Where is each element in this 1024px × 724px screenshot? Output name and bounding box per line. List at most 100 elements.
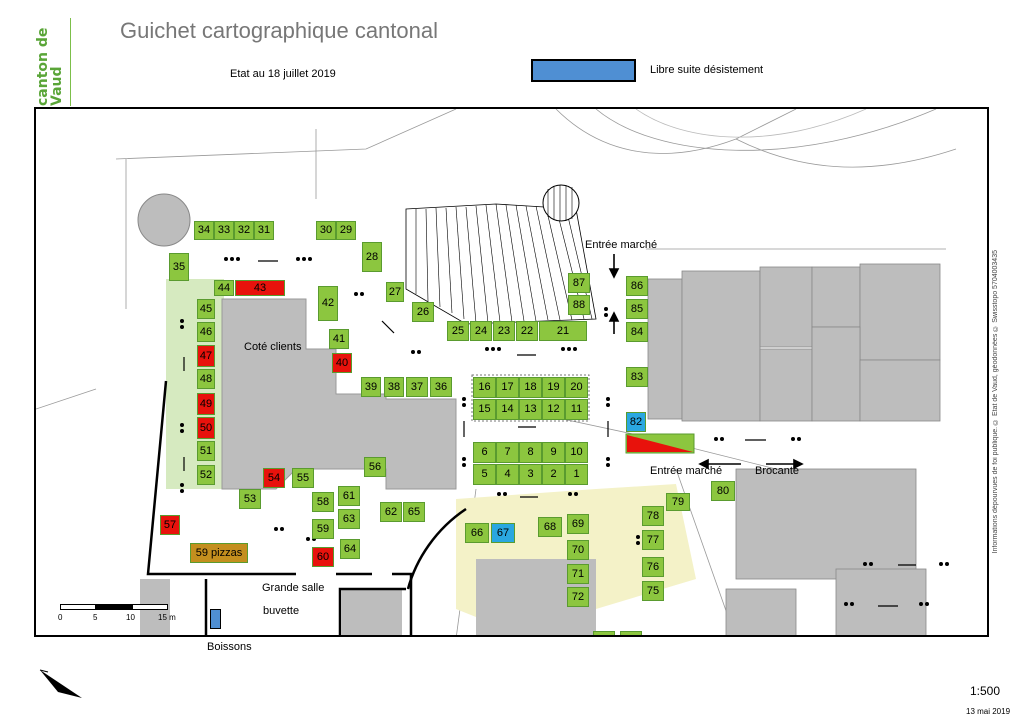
stand-27[interactable]: 27 <box>386 282 404 302</box>
stand-30[interactable]: 30 <box>316 221 336 240</box>
stand-43[interactable]: 43 <box>235 280 285 296</box>
stand-35[interactable]: 35 <box>169 253 189 281</box>
stand-74[interactable]: 74 <box>620 631 642 635</box>
stand-78[interactable]: 78 <box>642 506 664 526</box>
stand-39[interactable]: 39 <box>361 377 381 397</box>
stand-36[interactable]: 36 <box>430 377 452 397</box>
stand-50[interactable]: 50 <box>197 417 215 439</box>
stand-49[interactable]: 49 <box>197 393 215 415</box>
stand-64[interactable]: 64 <box>340 539 360 559</box>
stand-12[interactable]: 12 <box>542 399 565 420</box>
stand-33[interactable]: 33 <box>214 221 234 240</box>
stand-59[interactable]: 59 <box>312 519 334 539</box>
stand-28[interactable]: 28 <box>362 242 382 272</box>
stand-5[interactable]: 5 <box>473 464 496 485</box>
stand-6[interactable]: 6 <box>473 442 496 463</box>
stand-34[interactable]: 34 <box>194 221 214 240</box>
stand-75[interactable]: 75 <box>642 581 664 601</box>
stand-84[interactable]: 84 <box>626 322 648 342</box>
scale-tick-5: 5 <box>93 613 98 622</box>
stand-68[interactable]: 68 <box>538 517 562 537</box>
stand-56[interactable]: 56 <box>364 457 386 477</box>
stand-69[interactable]: 69 <box>567 514 589 534</box>
stand-71[interactable]: 71 <box>567 564 589 584</box>
stand-20[interactable]: 20 <box>565 377 588 398</box>
stand-29[interactable]: 29 <box>336 221 356 240</box>
stand-65[interactable]: 65 <box>403 502 425 522</box>
stand-61[interactable]: 61 <box>338 486 360 506</box>
stand-66[interactable]: 66 <box>465 523 489 543</box>
label-entree-marche-top: Entrée marché <box>585 239 658 251</box>
stand-55[interactable]: 55 <box>292 468 314 488</box>
stand-73[interactable]: 73 <box>593 631 615 635</box>
stand-76[interactable]: 76 <box>642 557 664 577</box>
stand-1[interactable]: 1 <box>565 464 588 485</box>
stand-10[interactable]: 10 <box>565 442 588 463</box>
stand-48[interactable]: 48 <box>197 369 215 389</box>
stand-80[interactable]: 80 <box>711 481 735 501</box>
stand-18[interactable]: 18 <box>519 377 542 398</box>
label-brocante: Brocante <box>755 465 800 477</box>
stand-60[interactable]: 60 <box>312 547 334 567</box>
stand-77[interactable]: 77 <box>642 530 664 550</box>
stand-16[interactable]: 16 <box>473 377 496 398</box>
stand-85[interactable]: 85 <box>626 299 648 319</box>
stand-88[interactable]: 88 <box>568 295 590 315</box>
stand-22[interactable]: 22 <box>516 321 538 341</box>
stand-14[interactable]: 14 <box>496 399 519 420</box>
stand-11[interactable]: 11 <box>565 399 588 420</box>
stand-19[interactable]: 19 <box>542 377 565 398</box>
stand-45[interactable]: 45 <box>197 299 215 319</box>
stand-63[interactable]: 63 <box>338 509 360 529</box>
stand-21[interactable]: 21 <box>539 321 587 341</box>
label-cote-clients: Coté clients <box>244 341 302 353</box>
stand-25[interactable]: 25 <box>447 321 469 341</box>
logo-text: canton de Vaud <box>35 27 65 106</box>
stand-37[interactable]: 37 <box>406 377 428 397</box>
stand-57[interactable]: 57 <box>160 515 180 535</box>
stand-17[interactable]: 17 <box>496 377 519 398</box>
stand-54[interactable]: 54 <box>263 468 285 488</box>
boissons-marker <box>210 609 221 629</box>
stand-9[interactable]: 9 <box>542 442 565 463</box>
stand-59-pizzas[interactable]: 59 pizzas <box>190 543 248 563</box>
stand-8[interactable]: 8 <box>519 442 542 463</box>
stand-31[interactable]: 31 <box>254 221 274 240</box>
stand-15[interactable]: 15 <box>473 399 496 420</box>
stand-83[interactable]: 83 <box>626 367 648 387</box>
stand-86[interactable]: 86 <box>626 276 648 296</box>
stand-42[interactable]: 42 <box>318 286 338 321</box>
stand-67[interactable]: 67 <box>491 523 515 543</box>
stand-13[interactable]: 13 <box>519 399 542 420</box>
stand-70[interactable]: 70 <box>567 540 589 560</box>
stand-2[interactable]: 2 <box>542 464 565 485</box>
stand-3[interactable]: 3 <box>519 464 542 485</box>
stand-7[interactable]: 7 <box>496 442 519 463</box>
stand-41[interactable]: 41 <box>329 329 349 349</box>
stand-47[interactable]: 47 <box>197 345 215 367</box>
canton-vaud-logo: canton de Vaud <box>34 18 71 106</box>
stand-58[interactable]: 58 <box>312 492 334 512</box>
stand-24[interactable]: 24 <box>470 321 492 341</box>
copyright-text: Informations dépourvues de foi publique.… <box>992 250 999 554</box>
stand-82[interactable]: 82 <box>626 412 646 432</box>
stand-23[interactable]: 23 <box>493 321 515 341</box>
stand-44[interactable]: 44 <box>214 280 234 296</box>
stand-72[interactable]: 72 <box>567 587 589 607</box>
stand-62[interactable]: 62 <box>380 502 402 522</box>
stand-32[interactable]: 32 <box>234 221 254 240</box>
map-date: 13 mai 2019 <box>966 707 1011 716</box>
stand-46[interactable]: 46 <box>197 322 215 342</box>
map-background <box>36 109 957 635</box>
stand-40[interactable]: 40 <box>332 353 352 373</box>
stand-26[interactable]: 26 <box>412 302 434 322</box>
stand-79[interactable]: 79 <box>666 493 690 511</box>
stand-38[interactable]: 38 <box>384 377 404 397</box>
stand-53[interactable]: 53 <box>239 489 261 509</box>
stand-87[interactable]: 87 <box>568 273 590 293</box>
stand-4[interactable]: 4 <box>496 464 519 485</box>
label-entree-marche-right: Entrée marché <box>650 465 723 477</box>
stand-52[interactable]: 52 <box>197 465 215 485</box>
stand-51[interactable]: 51 <box>197 441 215 461</box>
